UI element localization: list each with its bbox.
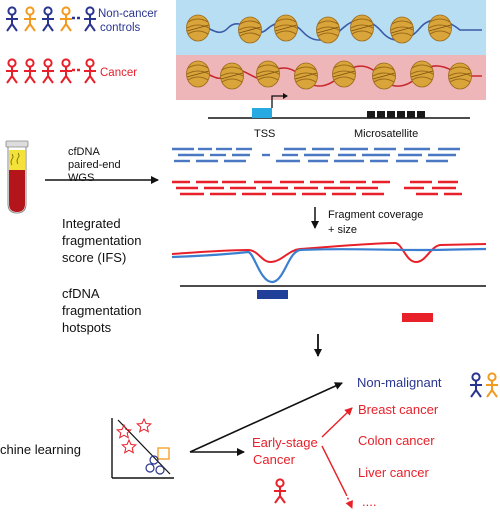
control-reads — [172, 147, 460, 163]
control-hotspot — [257, 290, 288, 299]
sequencing-label-line2: paired-end — [68, 159, 121, 171]
cancer-hotspot — [402, 313, 433, 322]
cancer-reads — [172, 180, 462, 196]
non-cancer-controls-label: Non-cancer — [98, 8, 158, 20]
to-subtypes-dashed — [345, 493, 353, 509]
non-cancer-controls-label-line2: controls — [100, 22, 141, 34]
coverage-label-line1: Fragment coverage — [328, 209, 423, 221]
early-stage-label-line2: Cancer — [253, 452, 296, 467]
tss-label: TSS — [254, 128, 275, 140]
sequencing-label-line1: cfDNA — [68, 146, 100, 158]
hotspots-label-line1: cfDNA — [62, 286, 100, 301]
non-malignant-people-icon — [469, 372, 499, 398]
outcome-colon-cancer: Colon cancer — [358, 433, 435, 448]
to-subtypes-line — [321, 445, 347, 495]
outcome-more: .... — [362, 494, 376, 509]
hotspots-label-line2: fragmentation — [62, 303, 142, 318]
ifs-label-line2: fragmentation — [62, 233, 142, 248]
ml-to-non-malignant-arrow — [189, 382, 343, 453]
non-cancer-control-group — [5, 6, 97, 32]
tss-arrow-icon — [271, 95, 283, 108]
hotspots-label-line3: hotspots — [62, 320, 112, 335]
cancer-label: Cancer — [100, 67, 137, 79]
early-stage-label-line1: Early-stage — [252, 435, 318, 450]
cancer-patient-icon — [273, 478, 287, 504]
microsatellite-label: Microsatellite — [354, 128, 418, 140]
coverage-label-line2: + size — [328, 224, 357, 236]
blood-tube-icon — [5, 140, 29, 214]
sequencing-label-line3: WGS — [68, 172, 94, 184]
to-breast-arrow — [321, 407, 353, 438]
outcome-breast-cancer: Breast cancer — [358, 402, 439, 417]
classifier-plot-icon — [111, 417, 174, 479]
microsatellite-blocks — [367, 111, 425, 118]
ifs-control-curve — [171, 247, 487, 284]
ifs-cancer-curve — [171, 241, 487, 264]
cancer-group — [5, 58, 97, 84]
tss-box — [252, 108, 272, 118]
outcome-liver-cancer: Liver cancer — [358, 465, 429, 480]
ifs-label-line3: score (IFS) — [62, 250, 126, 265]
non-malignant-label: Non-malignant — [357, 375, 442, 390]
ml-label: chine learning — [0, 442, 81, 457]
ifs-label-line1: Integrated — [62, 216, 121, 231]
